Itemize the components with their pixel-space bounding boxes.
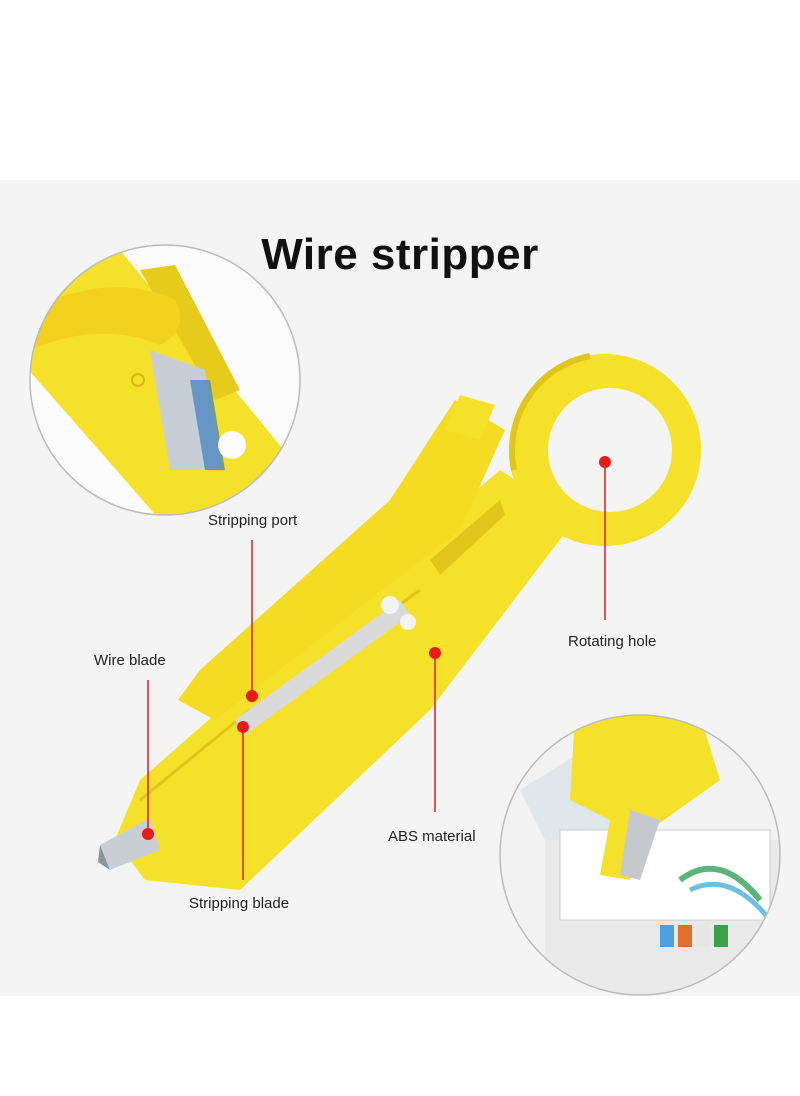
marker-wire-blade: [142, 828, 154, 840]
keystone-jack-closeup: [499, 714, 781, 996]
label-rotating-hole: Rotating hole: [568, 633, 657, 650]
label-stripping-blade: Stripping blade: [189, 895, 290, 912]
label-stripping-port: Stripping port: [208, 512, 298, 529]
label-wire-blade: Wire blade: [94, 652, 166, 669]
marker-stripping-port: [246, 690, 258, 702]
marker-stripping-blade: [237, 721, 249, 733]
label-abs-material: ABS material: [388, 828, 476, 845]
stripping-port-closeup: [29, 244, 301, 516]
page-title: Wire stripper: [261, 230, 539, 279]
callout-lines: [147, 462, 606, 880]
marker-rotating-hole: [599, 456, 611, 468]
stripper-tool: [98, 353, 701, 890]
marker-abs-material: [429, 647, 441, 659]
